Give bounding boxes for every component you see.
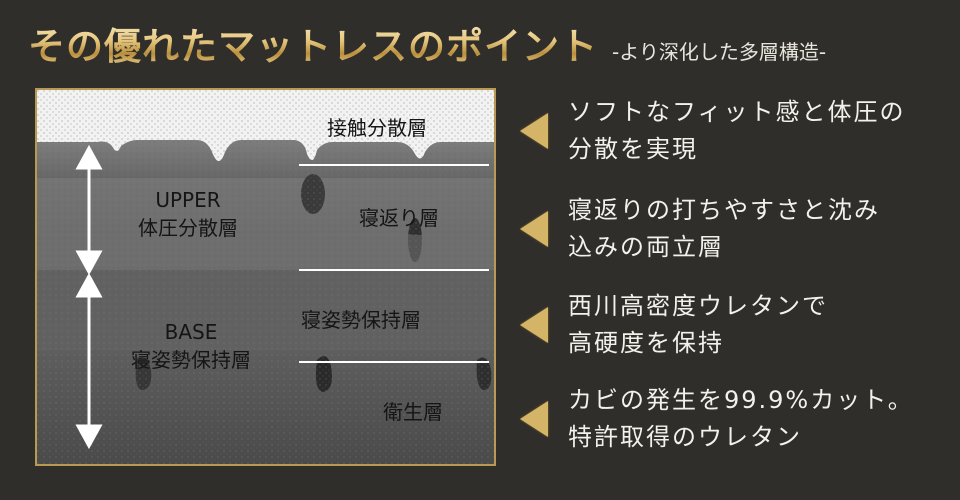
gold-triangle-icon [520,307,548,343]
upper-label-jp: 体圧分散層 [138,216,238,240]
point-text: カビの発生を99.9%カット。 特許取得のウレタン [568,386,914,451]
point-item: 寝返りの打ちやすさと沈み 込みの両立層 [520,192,950,266]
upper-group-label: UPPER 体圧分散層 [123,186,253,242]
base-label-jp: 寝姿勢保持層 [131,348,251,372]
feature-points-list: ソフトなフィット感と体圧の 分散を実現 寝返りの打ちやすさと沈み 込みの両立層 … [520,90,950,470]
point-item: カビの発生を99.9%カット。 特許取得のウレタン [520,382,950,456]
gold-triangle-icon [520,211,548,247]
main-title: その優れたマットレスのポイント [28,16,598,70]
point-item: ソフトなフィット感と体圧の 分散を実現 [520,94,950,168]
upper-label-en: UPPER [155,188,221,212]
point-text: 寝返りの打ちやすさと沈み 込みの両立層 [568,196,880,261]
gold-triangle-icon [520,401,548,437]
layer-label-hygiene: 衛生層 [383,400,443,424]
layer-label-turning: 寝返り層 [359,206,439,230]
layer-label-posture: 寝姿勢保持層 [301,308,421,332]
layer-label-contact: 接触分散層 [327,116,427,140]
header-title: その優れたマットレスのポイント -より深化した多層構造- [28,16,948,72]
base-group-label: BASE 寝姿勢保持層 [107,318,275,374]
foam-layers-illustration [37,90,494,464]
mattress-cross-section-photo: 接触分散層 寝返り層 寝姿勢保持層 衛生層 UPPER 体圧分散層 BASE 寝… [35,88,496,466]
point-text: ソフトなフィット感と体圧の 分散を実現 [568,98,906,163]
point-item: 西川高密度ウレタンで 高硬度を保持 [520,288,950,362]
gold-triangle-icon [520,113,548,149]
base-label-en: BASE [164,320,218,344]
subtitle: -より深化した多層構造- [612,40,827,64]
point-text: 西川高密度ウレタンで 高硬度を保持 [568,292,828,357]
